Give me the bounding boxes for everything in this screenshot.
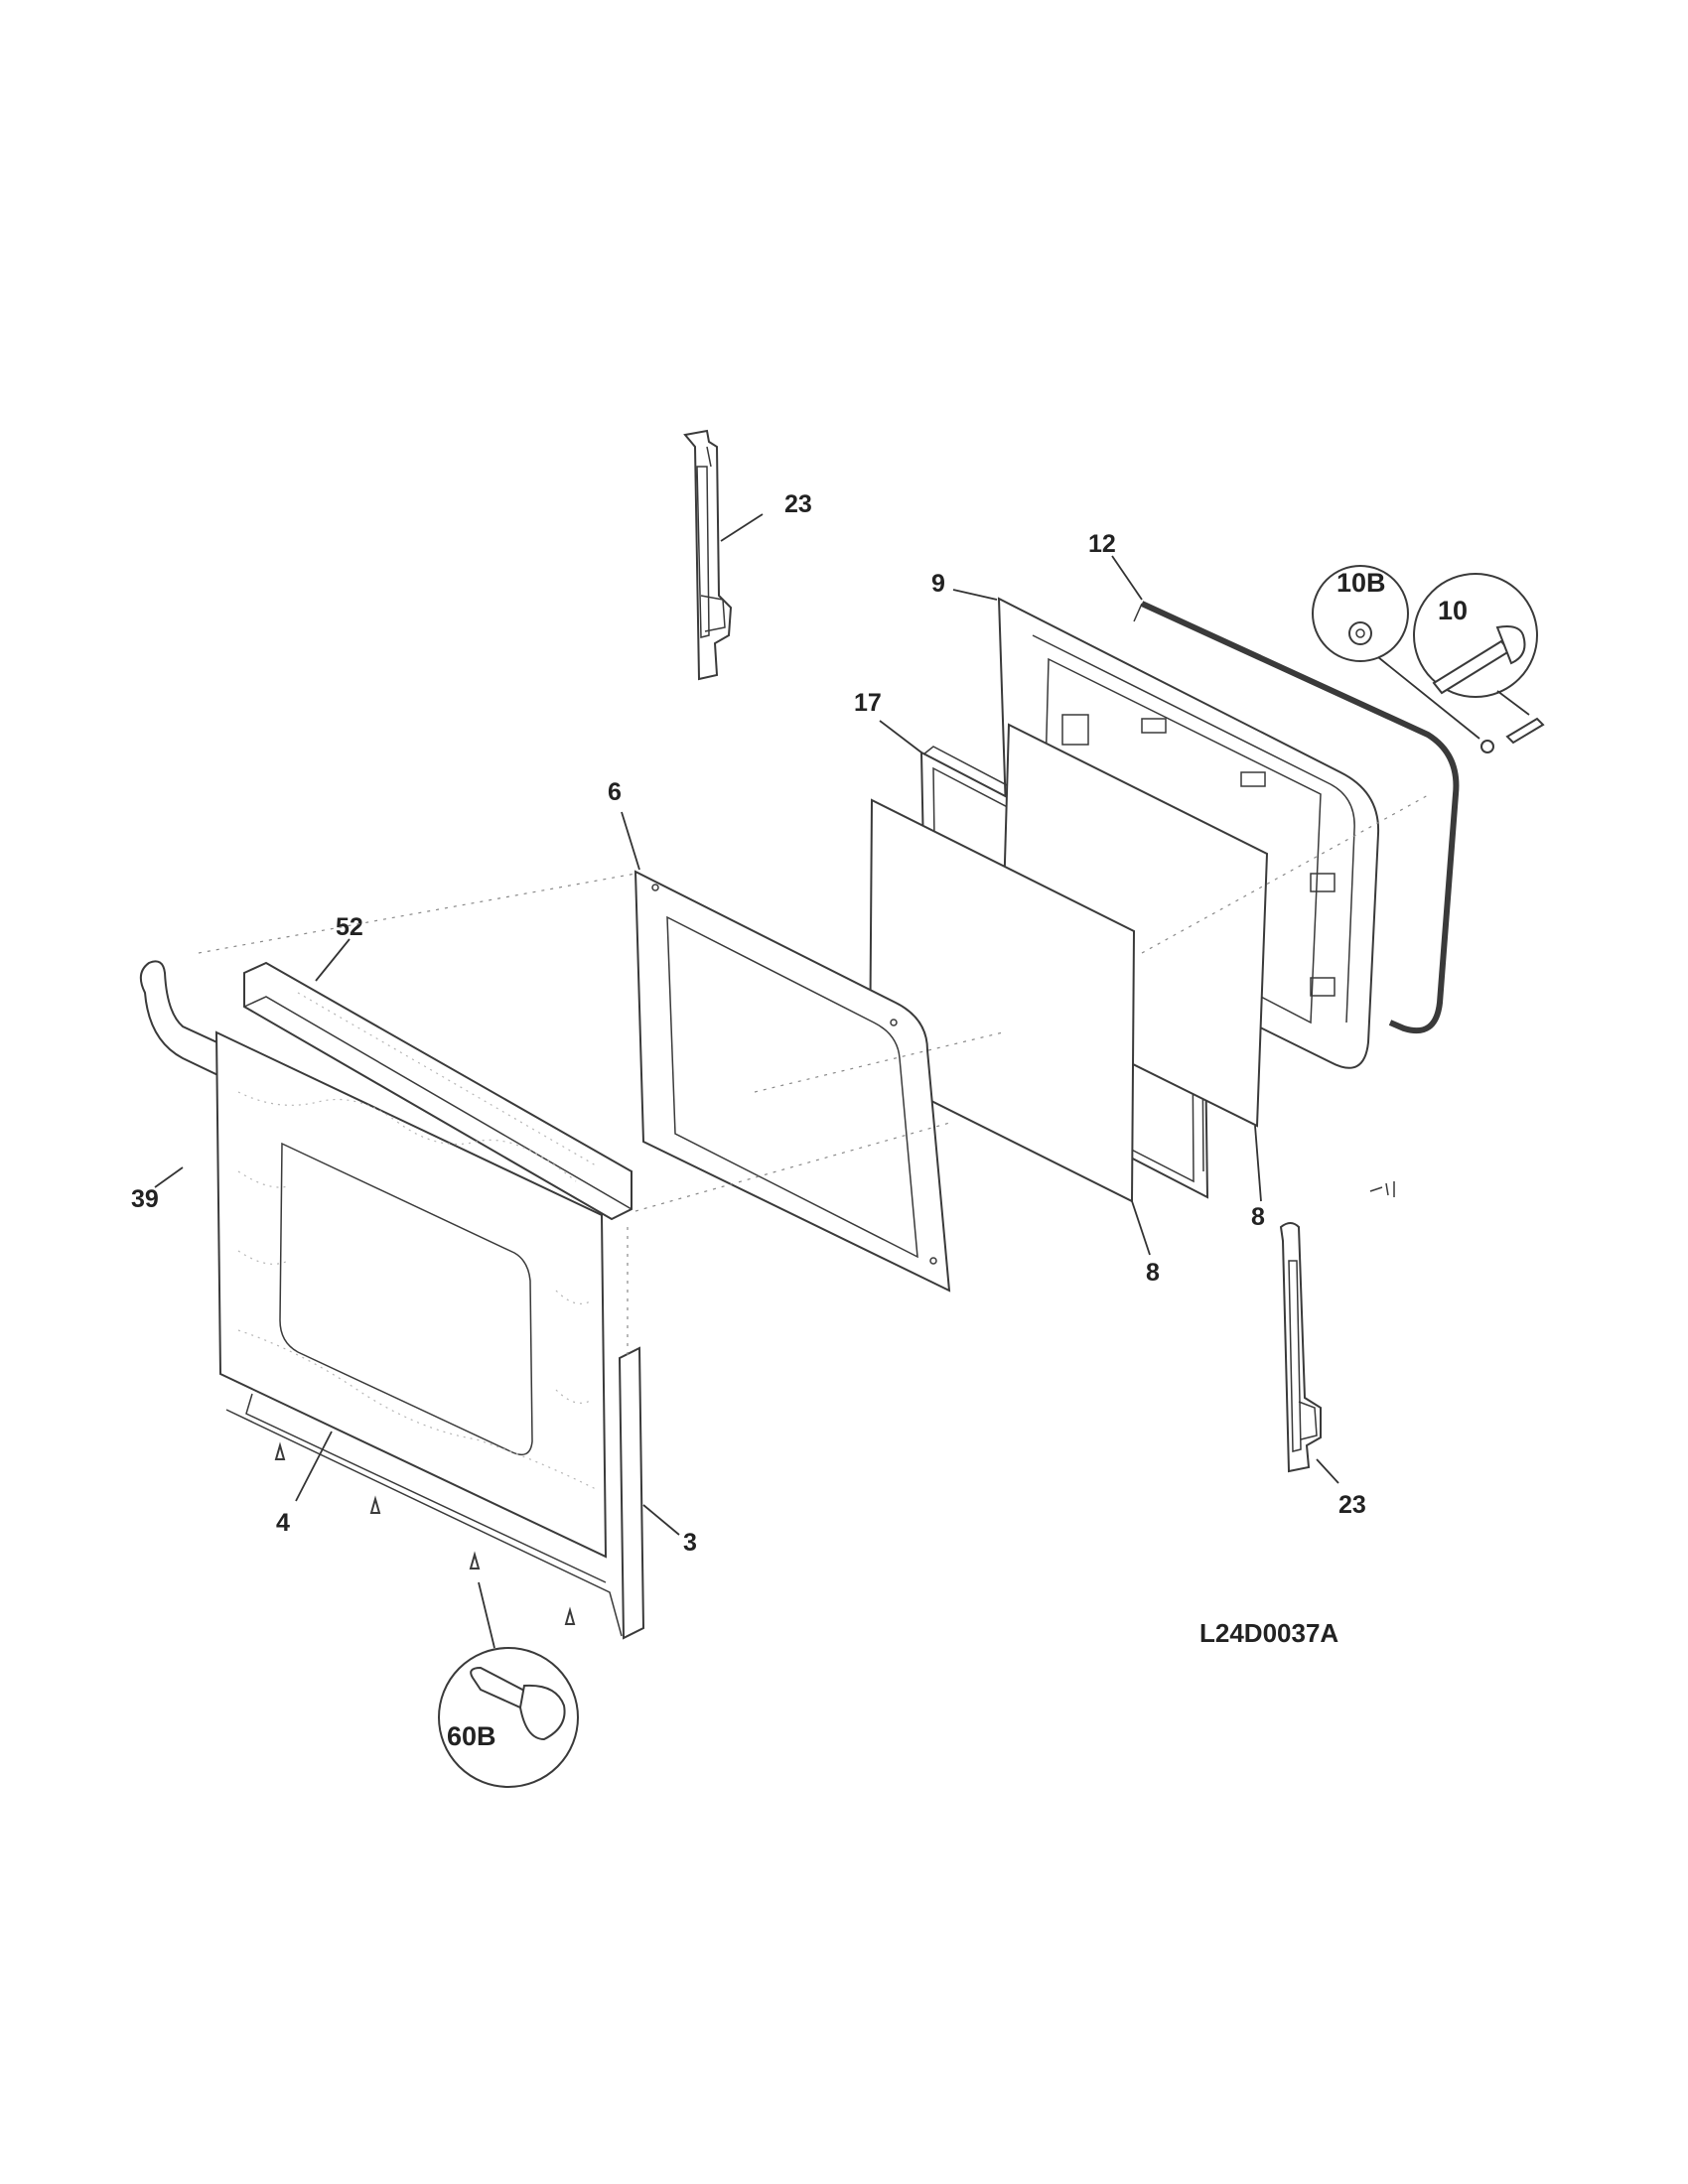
callout-hinge-bottom: 23 bbox=[1338, 1491, 1366, 1519]
callout-glass-inner: 8 bbox=[1251, 1203, 1265, 1231]
leader-glass-outer bbox=[1131, 1200, 1151, 1256]
screw-detail-circle bbox=[1413, 573, 1538, 698]
leader-vent-trim bbox=[315, 938, 351, 982]
callout-glass-pack: 17 bbox=[854, 689, 882, 717]
leader-glass-pack bbox=[879, 720, 922, 753]
outer-panel-part bbox=[214, 1030, 608, 1583]
callout-trim-screw: 60B bbox=[447, 1721, 496, 1751]
leader-glass-inner bbox=[1254, 1125, 1262, 1202]
assembly-lines bbox=[198, 793, 1431, 1358]
callout-screw-hinge: 10 bbox=[1438, 596, 1468, 625]
leader-screw-hinge bbox=[1496, 690, 1530, 716]
leader-gasket bbox=[1111, 555, 1143, 601]
side-trim-part bbox=[225, 1346, 645, 1640]
leader-hinge-top bbox=[720, 513, 764, 542]
leader-handle bbox=[154, 1166, 184, 1188]
callout-side-trim: 3 bbox=[683, 1529, 697, 1557]
callout-glass-outer: 8 bbox=[1146, 1259, 1160, 1287]
gasket-part bbox=[1133, 601, 1460, 1034]
callout-outer-panel: 4 bbox=[276, 1509, 290, 1537]
washer-part bbox=[1480, 740, 1494, 753]
inner-frame-part bbox=[633, 870, 951, 1293]
leader-trim-screw bbox=[478, 1581, 495, 1649]
hinge-bottom-part bbox=[1279, 1222, 1322, 1473]
trim-screw-detail-circle bbox=[438, 1647, 579, 1788]
callout-washer: 10B bbox=[1336, 568, 1386, 598]
leader-inner-door bbox=[952, 589, 998, 601]
leader-inner-frame bbox=[621, 811, 640, 871]
drawing-id: L24D0037A bbox=[1199, 1618, 1338, 1648]
callout-hinge-top: 23 bbox=[784, 490, 812, 518]
trim-screws bbox=[274, 1441, 576, 1625]
vent-trim-part bbox=[243, 961, 633, 1221]
hinge-top-part bbox=[683, 429, 733, 681]
loose-clip bbox=[1369, 1181, 1395, 1197]
leader-hinge-bottom bbox=[1316, 1458, 1339, 1484]
leader-outer-panel bbox=[295, 1431, 333, 1502]
callout-inner-frame: 6 bbox=[608, 778, 622, 806]
leader-washer bbox=[1377, 656, 1480, 740]
leader-side-trim bbox=[642, 1504, 680, 1536]
callout-inner-door: 9 bbox=[931, 570, 945, 598]
callout-gasket: 12 bbox=[1088, 530, 1116, 558]
screw-hinge-part bbox=[1505, 717, 1545, 745]
callout-handle: 39 bbox=[131, 1185, 159, 1213]
washer-detail-circle bbox=[1312, 565, 1409, 662]
